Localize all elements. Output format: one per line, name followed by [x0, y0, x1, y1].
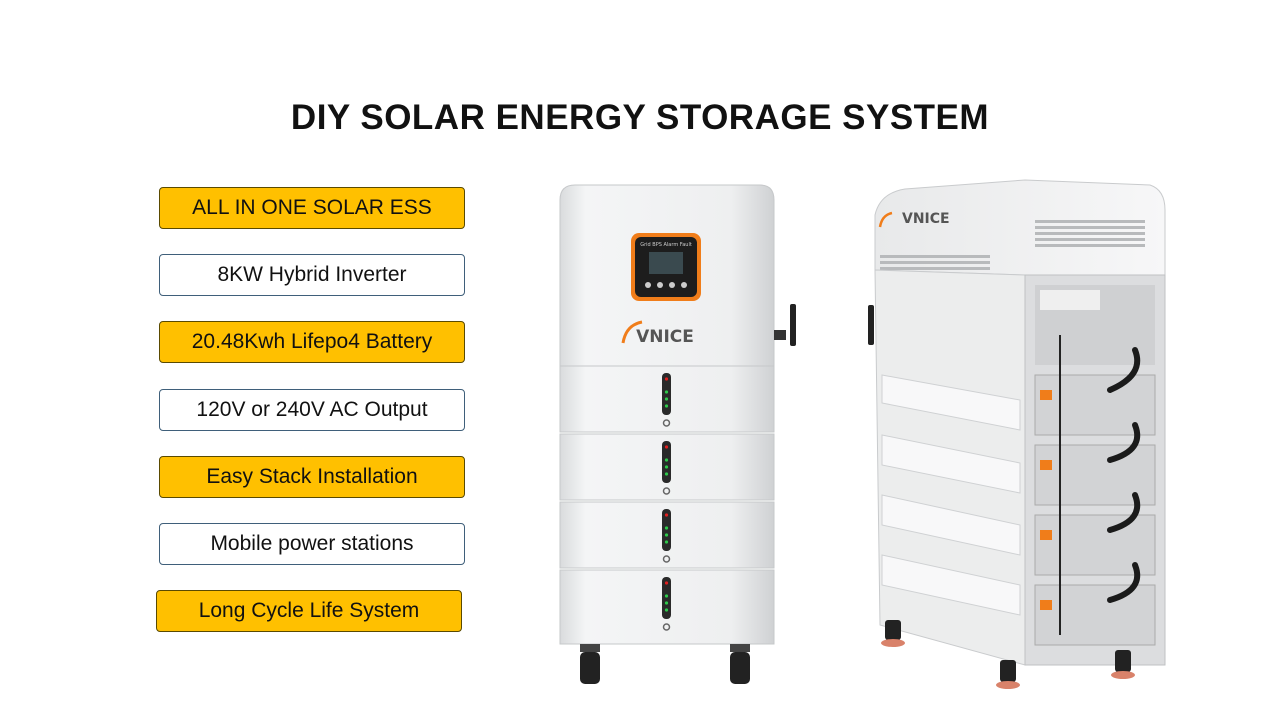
feature-stack-installation: Easy Stack Installation	[159, 456, 465, 498]
feature-battery: 20.48Kwh Lifepo4 Battery	[159, 321, 465, 363]
feature-cycle-life: Long Cycle Life System	[156, 590, 462, 632]
product-open-view-image: VNICE	[868, 179, 1166, 689]
svg-text:Grid BPS Alarm Fault: Grid BPS Alarm Fault	[640, 242, 692, 248]
page-title: DIY SOLAR ENERGY STORAGE SYSTEM	[290, 98, 990, 137]
product-front-image: Grid BPS Alarm Fault VNICE	[559, 184, 796, 684]
svg-text:VNICE: VNICE	[902, 211, 950, 227]
feature-ac-output: 120V or 240V AC Output	[159, 389, 465, 431]
feature-hybrid-inverter: 8KW Hybrid Inverter	[159, 254, 465, 296]
feature-all-in-one: ALL IN ONE SOLAR ESS	[159, 187, 465, 229]
feature-mobile-power: Mobile power stations	[159, 523, 465, 565]
svg-text:VNICE: VNICE	[636, 327, 694, 347]
